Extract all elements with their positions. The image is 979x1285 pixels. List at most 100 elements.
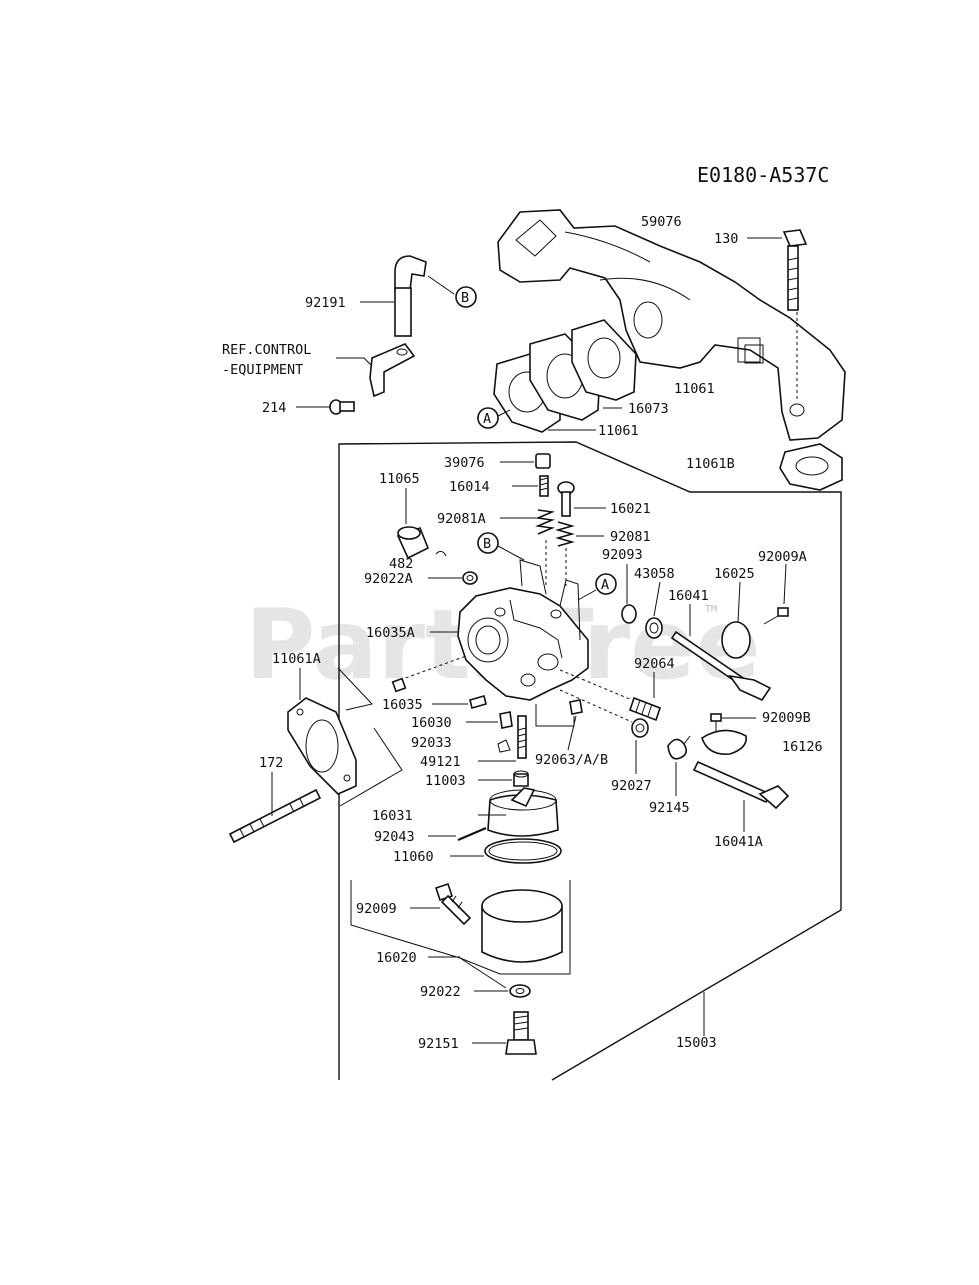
label-16020: 16020: [376, 950, 417, 966]
label-11060: 11060: [393, 849, 434, 865]
bowl-gasket-11060[interactable]: [484, 838, 562, 864]
label-59076: 59076: [641, 214, 682, 230]
seal-43058[interactable]: [645, 617, 663, 639]
washer-92022[interactable]: [509, 984, 531, 998]
svg-text:B: B: [461, 290, 469, 306]
screw-92009A[interactable]: [763, 607, 789, 625]
spring-92081A[interactable]: [535, 509, 555, 535]
label-15003: 15003: [676, 1035, 717, 1051]
label-92009: 92009: [356, 901, 397, 917]
label-92145: 92145: [649, 800, 690, 816]
ref-control-line1: REF.CONTROL: [222, 342, 311, 358]
callout-a-upper: A: [477, 407, 499, 429]
label-172: 172: [259, 755, 283, 771]
gasket-11061-rear[interactable]: [571, 319, 637, 401]
screw-16035-lower[interactable]: [469, 695, 487, 709]
ref-control-line2: -EQUIPMENT: [222, 362, 303, 378]
label-92081A: 92081A: [437, 511, 486, 527]
throttle-shaft-16041[interactable]: [670, 630, 772, 702]
washer-92027[interactable]: [631, 718, 649, 738]
throttle-valve-16025[interactable]: [721, 621, 751, 659]
label-16126: 16126: [782, 739, 823, 755]
svg-text:B: B: [483, 536, 491, 552]
label-92022A: 92022A: [364, 571, 413, 587]
control-bracket: [369, 343, 416, 398]
callout-a-lower: A: [595, 573, 617, 595]
label-16041: 16041: [668, 588, 709, 604]
label-11061A: 11061A: [272, 651, 321, 667]
label-92191: 92191: [305, 295, 346, 311]
jet-11003[interactable]: [513, 770, 529, 787]
float-bowl-16020[interactable]: [481, 889, 563, 963]
label-92009B: 92009B: [762, 710, 811, 726]
label-11061-lower: 11061: [598, 423, 639, 439]
label-482: 482: [389, 556, 413, 572]
label-92027: 92027: [611, 778, 652, 794]
washer-92022A[interactable]: [462, 571, 478, 585]
screw-16035[interactable]: [391, 677, 407, 693]
needle-49121[interactable]: [517, 715, 527, 759]
collar-11065[interactable]: [396, 526, 430, 560]
spring-92081[interactable]: [555, 521, 575, 547]
label-16025: 16025: [714, 566, 755, 582]
label-11061B: 11061B: [686, 456, 735, 472]
clip-482[interactable]: [435, 550, 447, 557]
screw-92009[interactable]: [434, 882, 472, 926]
label-16014: 16014: [449, 479, 490, 495]
svg-text:A: A: [601, 577, 609, 593]
stud-172[interactable]: [228, 788, 322, 844]
label-92043: 92043: [374, 829, 415, 845]
jet-16030[interactable]: [499, 711, 513, 729]
label-16031: 16031: [372, 808, 413, 824]
label-16041A: 16041A: [714, 834, 763, 850]
gasket-11061B[interactable]: [779, 443, 843, 491]
throttle-stop-screw-16021[interactable]: [557, 481, 575, 517]
label-43058: 43058: [634, 566, 675, 582]
label-11065: 11065: [379, 471, 420, 487]
screw-92063[interactable]: [569, 699, 583, 715]
gasket-11061A[interactable]: [287, 697, 357, 795]
choke-shaft-16041A[interactable]: [692, 760, 790, 810]
callout-b-upper: B: [455, 286, 477, 308]
label-214: 214: [262, 400, 286, 416]
label-92081: 92081: [610, 529, 651, 545]
spring-92145[interactable]: [667, 735, 691, 760]
pin-92043[interactable]: [457, 826, 487, 842]
label-92064: 92064: [634, 656, 675, 672]
kit-outline-15003: [338, 441, 842, 1081]
bolt-92151[interactable]: [505, 1011, 537, 1055]
screw-214[interactable]: [329, 399, 355, 415]
choke-valve-16126[interactable]: [701, 729, 747, 755]
label-49121: 49121: [420, 754, 461, 770]
carburetor-body[interactable]: [457, 559, 589, 701]
diagram-code: E0180-A537C: [697, 163, 829, 187]
label-92022: 92022: [420, 984, 461, 1000]
label-11061-upper: 11061: [674, 381, 715, 397]
label-92009A: 92009A: [758, 549, 807, 565]
svg-text:A: A: [483, 411, 491, 427]
float-16031[interactable]: [487, 787, 559, 837]
part-39076[interactable]: [535, 453, 551, 469]
pilot-screw-16014[interactable]: [539, 475, 549, 497]
o-ring-92093[interactable]: [621, 604, 637, 624]
label-16035A: 16035A: [366, 625, 415, 641]
label-39076: 39076: [444, 455, 485, 471]
label-92063: 92063/A/B: [535, 752, 608, 768]
watermark-trademark: TM: [705, 604, 717, 615]
bolt-130[interactable]: [782, 229, 808, 311]
clip-92033[interactable]: [497, 739, 511, 753]
label-16021: 16021: [610, 501, 651, 517]
callout-b-lower: B: [477, 532, 499, 554]
label-16030: 16030: [411, 715, 452, 731]
screw-92064[interactable]: [628, 696, 662, 722]
label-92093: 92093: [602, 547, 643, 563]
label-92151: 92151: [418, 1036, 459, 1052]
label-16035: 16035: [382, 697, 423, 713]
label-92033: 92033: [411, 735, 452, 751]
intake-manifold[interactable]: [497, 209, 846, 441]
hose-92191[interactable]: [394, 255, 427, 337]
label-130: 130: [714, 231, 738, 247]
label-11003: 11003: [425, 773, 466, 789]
